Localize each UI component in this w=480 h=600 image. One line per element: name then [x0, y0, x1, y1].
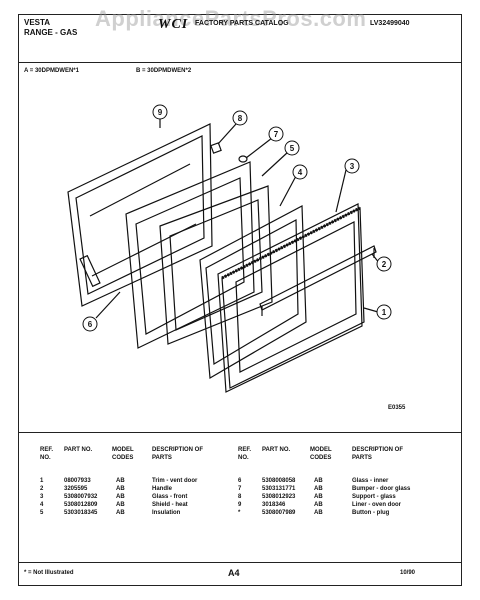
part-description: Bumper - door glass [352, 486, 411, 492]
part-description: Handle [152, 486, 173, 492]
header-rule [18, 62, 462, 63]
svg-text:4: 4 [298, 168, 303, 177]
part-bumper [238, 155, 248, 163]
footer-rule [18, 562, 462, 563]
table-row: 1 [40, 478, 44, 484]
exploded-diagram: 9 8 7 5 3 4 2 1 6 [67, 104, 392, 393]
header-ref-right: REF. NO. [238, 447, 252, 461]
header-part-left: PART NO. [64, 447, 93, 453]
brand-block: VESTA RANGE - GAS [24, 18, 77, 38]
part-description: Glass - inner [352, 478, 389, 484]
header-part-right: PART NO. [262, 447, 291, 453]
model-code: AB [314, 478, 323, 484]
part-description: Trim - vent door [152, 478, 198, 484]
product-line: RANGE - GAS [24, 28, 78, 37]
callout-3: 3 [344, 158, 360, 174]
svg-text:1: 1 [382, 308, 387, 317]
table-row: 8 [238, 494, 242, 500]
model-code: AB [116, 478, 125, 484]
part-number: 3205595 [64, 486, 88, 492]
catalog-code: LV32499040 [370, 20, 410, 27]
svg-text:5: 5 [290, 144, 295, 153]
table-row: 5 [40, 510, 44, 516]
model-code: AB [116, 494, 125, 500]
page-number: A4 [228, 568, 240, 578]
part-glass-support [210, 142, 222, 154]
model-code: AB [314, 510, 323, 516]
catalog-title: FACTORY PARTS CATALOG [195, 20, 289, 27]
table-row: 3 [40, 494, 44, 500]
svg-text:3: 3 [350, 162, 355, 171]
diagram-code: E0355 [388, 405, 406, 411]
part-number: 3018346 [262, 502, 286, 508]
model-b: B = 30DPMDWEN*2 [136, 68, 192, 74]
page-frame [18, 14, 462, 586]
header-ref-left: REF. NO. [40, 447, 54, 461]
watermark: AppliancePartsPros.com [95, 6, 367, 31]
table-rule [18, 432, 462, 433]
part-number: 5308007989 [262, 510, 296, 516]
callout-8: 8 [232, 110, 248, 126]
svg-text:7: 7 [274, 130, 279, 139]
callout-5: 5 [284, 140, 300, 156]
callout-4: 4 [292, 164, 308, 180]
part-number: 5303131771 [262, 486, 296, 492]
footnote: * = Not Illustrated [24, 570, 74, 576]
brand-logo: WCI [158, 16, 188, 33]
callout-9: 9 [152, 104, 168, 120]
part-inner-frame [159, 185, 273, 345]
part-description: Button - plug [352, 510, 390, 516]
part-number: 5308012809 [64, 502, 98, 508]
logo-mark-icon: WCI [158, 17, 188, 32]
header-model-left: MODEL CODES [112, 447, 134, 461]
model-code: AB [116, 510, 125, 516]
table-row: 2 [40, 486, 44, 492]
part-description: Glass - front [152, 494, 188, 500]
part-number: 5308008058 [262, 478, 296, 484]
table-row: * [238, 510, 241, 516]
part-description: Liner - oven door [352, 502, 402, 508]
revision-date: 10/90 [400, 570, 416, 576]
part-heat-shield [199, 205, 307, 379]
part-description: Shield - heat [152, 502, 188, 508]
table-row: 4 [40, 502, 44, 508]
model-a: A = 30DPMDWEN*1 [24, 68, 79, 74]
model-code: AB [116, 486, 125, 492]
callout-6: 6 [82, 316, 98, 332]
table-row: 9 [238, 502, 242, 508]
brand-name: VESTA [24, 18, 51, 27]
part-glass-front [217, 203, 363, 393]
part-trim-vent-door [221, 206, 365, 389]
part-description: Support - glass [352, 494, 396, 500]
svg-text:9: 9 [158, 108, 163, 117]
svg-text:6: 6 [88, 320, 93, 329]
part-number: 5303018345 [64, 510, 98, 516]
part-insulation [125, 161, 255, 349]
header-desc-left: DESCRIPTION OF PARTS [152, 447, 204, 461]
svg-text:8: 8 [238, 114, 243, 123]
part-description: Insulation [152, 510, 181, 516]
svg-text:WCI: WCI [158, 17, 188, 30]
model-code: AB [314, 502, 323, 508]
callout-7: 7 [268, 126, 284, 142]
part-handle [259, 245, 377, 316]
callout-2: 2 [376, 256, 392, 272]
header-model-right: MODEL CODES [310, 447, 332, 461]
part-number: 08007933 [64, 478, 91, 484]
part-number: 5308007932 [64, 494, 98, 500]
table-row: 7 [238, 486, 242, 492]
table-row: 6 [238, 478, 242, 484]
model-code: AB [116, 502, 125, 508]
part-number: 5308012923 [262, 494, 296, 500]
callout-1: 1 [376, 304, 392, 320]
svg-text:2: 2 [382, 260, 387, 269]
header-desc-right: DESCRIPTION OF PARTS [352, 447, 404, 461]
model-code: AB [314, 494, 323, 500]
model-code: AB [314, 486, 323, 492]
